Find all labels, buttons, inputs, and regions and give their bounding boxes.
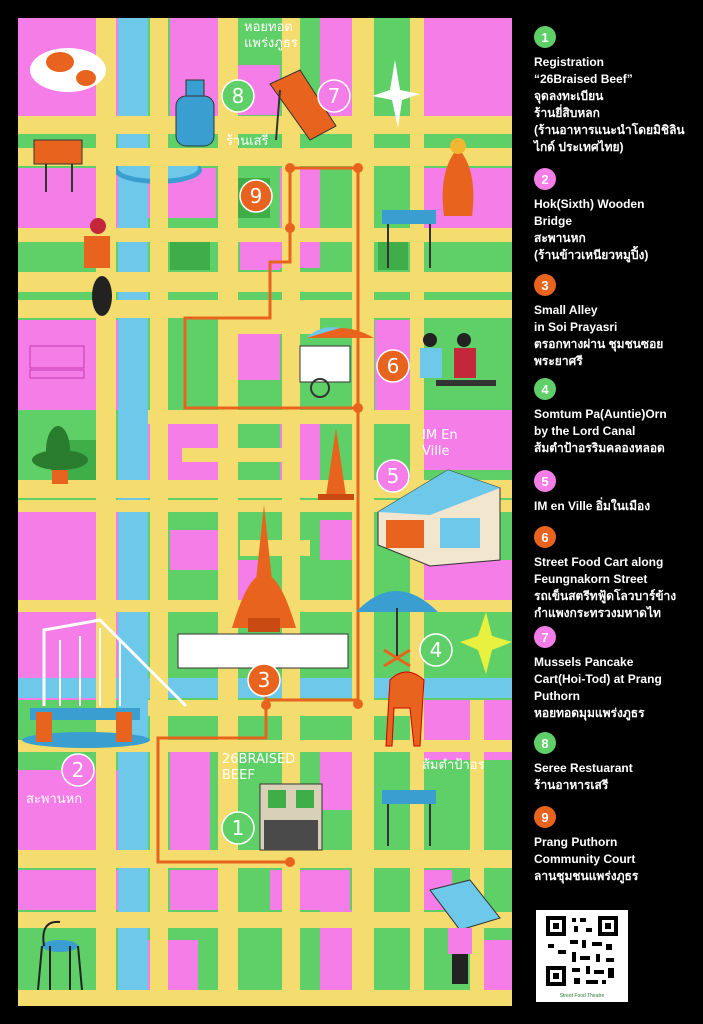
qr-pattern-icon [546, 916, 618, 986]
legend-number-badge: 2 [534, 168, 556, 190]
svg-text:4: 4 [430, 638, 443, 662]
marker-2 [61, 753, 95, 787]
map-markers: 1 2 3 4 5 6 7 8 9 [61, 79, 453, 845]
food-cart-icon [299, 327, 374, 398]
plant-icon [32, 426, 88, 484]
legend-number-badge: 6 [534, 526, 556, 548]
svg-text:8: 8 [232, 84, 245, 108]
label-hoitod: หอยทอด แพร่งภูธร [244, 20, 298, 51]
cat-icon [30, 48, 106, 92]
temple-icon [177, 505, 349, 669]
motorbike-rider-icon [84, 218, 112, 316]
svg-text:7: 7 [328, 84, 341, 108]
qr-caption: Street Food Theatre [559, 993, 605, 999]
marker-8 [221, 79, 255, 113]
legend-description: Registration “26Braised Beef” จุดลงทะเบี… [534, 55, 685, 154]
im-en-ville-building-icon [377, 469, 501, 567]
legend-number-badge: 5 [534, 470, 556, 492]
marker-4 [419, 633, 453, 667]
route-nodes [261, 163, 363, 867]
bench-icon [29, 345, 85, 379]
legend-number-badge: 3 [534, 274, 556, 296]
legend-number-badge: 9 [534, 806, 556, 828]
legend-number-badge: 1 [534, 26, 556, 48]
people-eating-icon [420, 333, 496, 386]
umbrella-icon [356, 591, 438, 668]
legend-description: Small Alley in Soi Prayasri ตรอกทางผ่าน … [534, 303, 664, 368]
label-imenville: IM En Ville [422, 428, 458, 459]
svg-text:3: 3 [258, 668, 271, 692]
label-bridge: สะพานหก [26, 792, 83, 807]
marker-6 [376, 349, 410, 383]
marker-7 [317, 79, 351, 113]
svg-text:2: 2 [72, 758, 85, 782]
label-somtum: ส้มตำป้าอร [422, 758, 485, 773]
street-sign-icon [382, 210, 436, 846]
legend-description: Somtum Pa(Auntie)Orn by the Lord Canal ส… [534, 407, 667, 455]
legend-description: Seree Restuarant ร้านอาหารเสรี [534, 761, 633, 792]
braised-beef-shophouse-icon [259, 783, 323, 851]
svg-text:9: 9 [250, 184, 263, 208]
legend-description: Prang Puthorn Community Court ลานชุมชนแพ… [534, 835, 639, 883]
legend-number-badge: 8 [534, 732, 556, 754]
svg-text:6: 6 [387, 354, 400, 378]
marker-3 [247, 663, 281, 697]
deck-chair-icon [269, 69, 337, 141]
legend-description: IM en Ville อิ่มในเมือง [534, 499, 651, 513]
plastic-chair-icon [385, 671, 425, 747]
gas-tank-icon [175, 79, 215, 147]
label-seree: ร้านเสรี [226, 134, 269, 149]
marker-5 [376, 459, 410, 493]
bridge-icon [22, 618, 188, 748]
svg-text:1: 1 [232, 816, 245, 840]
svg-text:5: 5 [387, 464, 400, 488]
legend-number-badge: 7 [534, 626, 556, 648]
stool-icon [33, 139, 83, 192]
legend-description: Hok(Sixth) Wooden Bridge สะพานหก (ร้านข้… [534, 197, 649, 262]
legend-description: Mussels Pancake Cart(Hoi-Tod) at Prang P… [534, 655, 662, 720]
legend-number-badge: 4 [534, 378, 556, 400]
traffic-cone-icon [318, 428, 354, 500]
person-carrying-chair-icon [429, 879, 501, 984]
qr-code[interactable]: Street Food Theatre [536, 910, 628, 1002]
sparkle-icon [372, 60, 420, 128]
label-braised-beef: 26BRAISED BEEF [222, 752, 296, 783]
chair-icon [37, 920, 83, 991]
marker-9 [239, 179, 273, 213]
star-icon [460, 612, 512, 674]
legend-description: Street Food Cart along Feungnakorn Stree… [534, 555, 677, 620]
legend-item-5: 5 IM en Ville อิ่มในเมือง [534, 470, 699, 515]
buddha-statue-icon [442, 138, 474, 216]
marker-1 [221, 811, 255, 845]
